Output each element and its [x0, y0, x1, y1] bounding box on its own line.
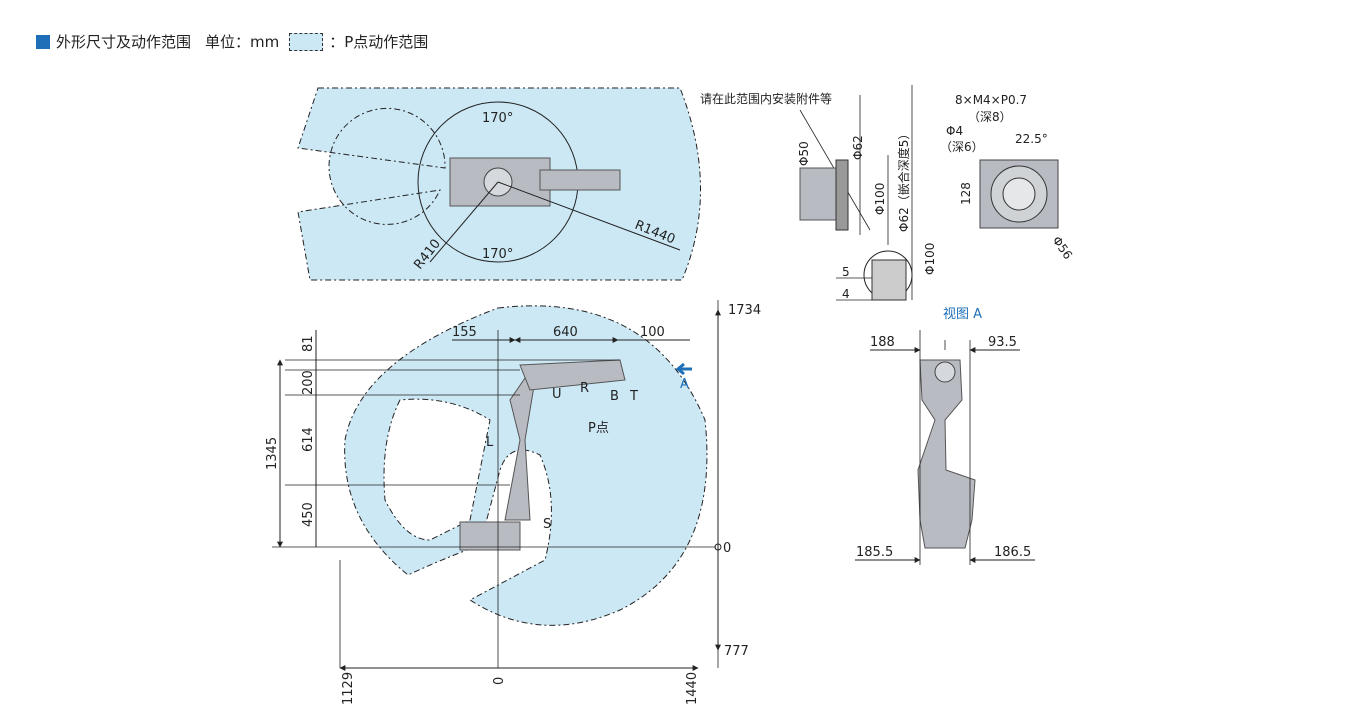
axis-t-label: T	[629, 389, 638, 404]
angle-22-5: 22.5°	[1015, 132, 1048, 146]
p-point-label: P点	[588, 421, 609, 436]
dim-186-5: 186.5	[994, 545, 1031, 560]
legend-swatch	[289, 32, 324, 51]
side-robot-base	[459, 521, 521, 551]
axis-l-label: L	[486, 435, 494, 450]
dim-93-5: 93.5	[988, 335, 1017, 350]
dim-81: 81	[301, 335, 316, 352]
front-view: 188 93.5 185.5 186.5	[855, 330, 1035, 565]
dim-4: 4	[842, 287, 850, 301]
phi56-label: Φ56	[1050, 234, 1076, 262]
page-header: 外形尺寸及动作范围 单位：mm ：P点动作范围	[36, 31, 428, 52]
phi100b-label: Φ100	[923, 243, 937, 275]
dim-155: 155	[452, 325, 477, 340]
top-robot-arm	[539, 169, 621, 191]
dim-188: 188	[870, 335, 895, 350]
phi4-depth: （深6）	[940, 140, 984, 154]
side-upper-arm	[519, 359, 626, 391]
view-a-title: 视图 A	[943, 307, 982, 322]
phi4-label: Φ4	[946, 124, 963, 138]
bottom-angle-label: 170°	[482, 247, 513, 262]
axis-x-0: 0	[492, 677, 507, 685]
flange-note: 请在此范围内安装附件等	[700, 91, 832, 106]
axis-r-label: R	[580, 381, 589, 396]
phi50-label: Φ50	[797, 141, 811, 166]
dim-100: 100	[640, 325, 665, 340]
axis-u-label: U	[552, 387, 562, 402]
screw-depth: （深8）	[968, 110, 1012, 124]
legend-label: ：P点动作范围	[329, 33, 429, 51]
top-angle-label: 170°	[482, 111, 513, 126]
dim-200: 200	[301, 370, 316, 395]
phi62-fit-label: Φ62（嵌合深度5）	[896, 128, 911, 232]
front-robot-body	[917, 359, 976, 549]
dim-128: 128	[959, 182, 973, 205]
side-view-range-area	[344, 305, 708, 626]
section-marker-icon	[36, 34, 50, 49]
axis-b-label: B	[610, 389, 619, 404]
dim-640: 640	[553, 325, 578, 340]
header-unit: 单位：mm	[205, 33, 280, 51]
phi100-label: Φ100	[873, 183, 887, 215]
side-view: 1734 0 777 155 640 100 81 200 614 450 13…	[265, 300, 761, 705]
view-a-arrow-label: A	[680, 377, 689, 392]
flange-body	[799, 167, 841, 221]
dim-5: 5	[842, 265, 850, 279]
phi62-label: Φ62	[851, 135, 865, 160]
dim-777: 777	[724, 644, 749, 659]
axis-x-1129: 1129	[341, 672, 356, 705]
axis-s-label: S	[543, 517, 551, 532]
dim-185-5: 185.5	[856, 545, 893, 560]
dim-zero: 0	[723, 541, 731, 556]
flange-detail: 请在此范围内安装附件等 Φ50 Φ62 Φ100 Φ62（嵌合深度5） Φ100…	[700, 85, 1075, 322]
axis-x-1440: 1440	[685, 672, 700, 705]
dim-614: 614	[301, 427, 316, 452]
view-a-arrow-icon	[675, 362, 692, 376]
header-title: 外形尺寸及动作范围	[56, 33, 192, 51]
screw-spec: 8×M4×P0.7	[955, 93, 1027, 107]
top-view: 170° 170° R410 R1440	[297, 87, 701, 281]
dim-1734: 1734	[728, 303, 761, 318]
flange-plate	[835, 159, 849, 231]
dim-1345: 1345	[265, 437, 280, 470]
dim-450: 450	[301, 502, 316, 527]
